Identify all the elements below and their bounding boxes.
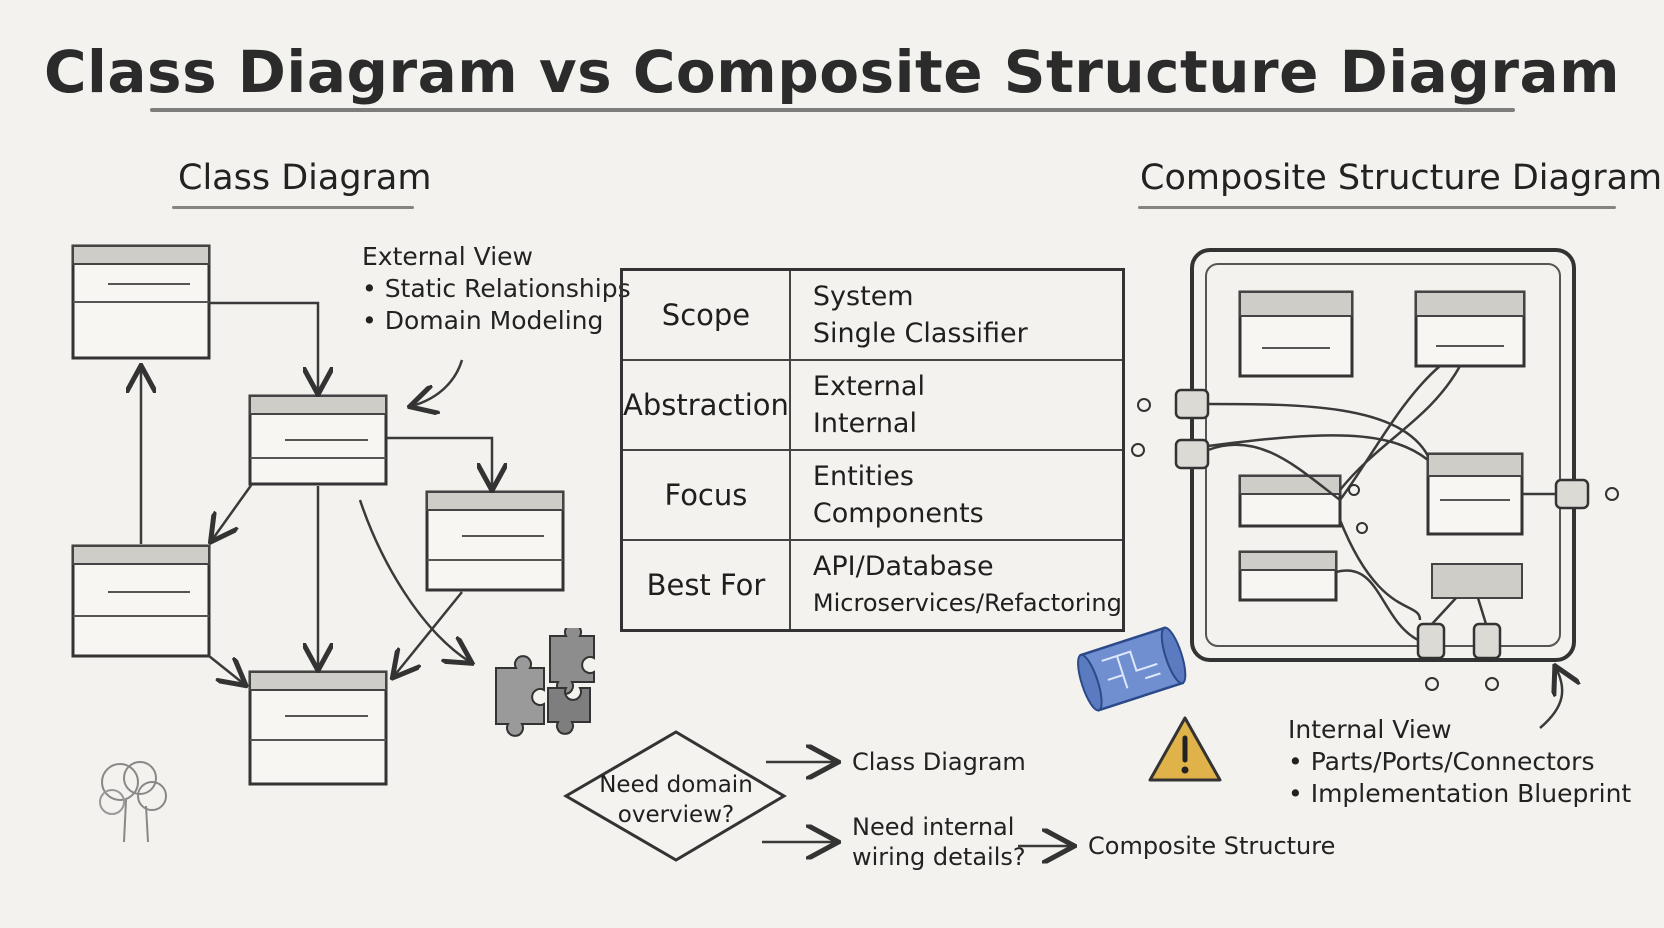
row-values: Entities Components bbox=[789, 449, 1124, 541]
row-value: External bbox=[812, 371, 925, 402]
part-box bbox=[1431, 563, 1523, 599]
row-value: Components bbox=[812, 498, 984, 529]
note-line: • Domain Modeling bbox=[362, 306, 604, 335]
decision-line: Need domain bbox=[599, 772, 753, 798]
tree-sketch-icon bbox=[99, 761, 167, 843]
row-values: System Single Classifier bbox=[789, 268, 1124, 361]
note-line: External View bbox=[362, 242, 533, 271]
composite-diagram-note: Internal View • Parts/Ports/Connectors •… bbox=[1288, 714, 1631, 810]
row-values: API/Database Microservices/Refactoring bbox=[789, 539, 1124, 632]
row-value: Single Classifier bbox=[812, 318, 1028, 349]
decision-text: Need domain overview? bbox=[598, 770, 754, 830]
note-line: • Parts/Ports/Connectors bbox=[1288, 747, 1595, 776]
port bbox=[1137, 388, 1210, 420]
class-diagram-note: External View • Static Relationships • D… bbox=[362, 241, 631, 337]
part-box bbox=[1414, 290, 1526, 368]
table-row: Best For API/Database Microservices/Refa… bbox=[621, 539, 1124, 632]
row-label: Scope bbox=[621, 268, 791, 361]
port bbox=[1472, 622, 1502, 691]
puzzle-icon bbox=[495, 628, 595, 737]
table-row: Abstraction External Internal bbox=[621, 359, 1124, 451]
note-line: Internal View bbox=[1288, 715, 1452, 744]
class-box bbox=[71, 544, 211, 658]
page-title: Class Diagram vs Composite Structure Dia… bbox=[43, 38, 1621, 106]
class-diagram-heading-underline bbox=[172, 206, 414, 209]
row-value: API/Database bbox=[812, 551, 994, 582]
table-row: Scope System Single Classifier bbox=[621, 268, 1124, 361]
row-value: Internal bbox=[812, 408, 917, 439]
blueprint-icon bbox=[1077, 626, 1187, 712]
port bbox=[1416, 622, 1446, 691]
row-label: Best For bbox=[621, 539, 791, 632]
row-label: Abstraction bbox=[621, 359, 791, 451]
composite-diagram-heading: Composite Structure Diagram bbox=[1140, 158, 1663, 198]
question-internal-wiring: Need internal wiring details? bbox=[852, 812, 1026, 872]
part-box bbox=[1238, 550, 1338, 602]
row-value: Microservices/Refactoring bbox=[812, 589, 1122, 617]
outcome-class-diagram: Class Diagram bbox=[852, 748, 1026, 776]
part-box bbox=[1238, 474, 1342, 528]
row-values: External Internal bbox=[789, 359, 1124, 451]
composite-diagram-heading-underline bbox=[1138, 206, 1616, 209]
decision-line: overview? bbox=[617, 802, 735, 828]
port bbox=[1554, 478, 1619, 510]
note-line: • Static Relationships bbox=[362, 274, 631, 303]
port bbox=[1131, 438, 1210, 470]
part-box bbox=[1426, 452, 1524, 536]
comparison-table: Scope System Single Classifier Abstracti… bbox=[620, 268, 1125, 632]
row-value: System bbox=[812, 281, 914, 312]
warning-icon bbox=[1148, 716, 1222, 782]
table-row: Focus Entities Components bbox=[621, 449, 1124, 541]
question-line: Need internal bbox=[852, 813, 1015, 841]
title-underline bbox=[150, 108, 1515, 112]
part-box bbox=[1238, 290, 1354, 378]
class-diagram-heading: Class Diagram bbox=[178, 158, 432, 198]
question-line: wiring details? bbox=[852, 843, 1026, 871]
note-line: • Implementation Blueprint bbox=[1288, 779, 1632, 808]
class-box bbox=[425, 490, 565, 592]
outcome-composite-structure: Composite Structure bbox=[1088, 832, 1336, 860]
decision-diamond bbox=[563, 730, 787, 862]
class-box bbox=[248, 670, 388, 786]
class-box bbox=[248, 394, 388, 486]
row-label: Focus bbox=[621, 449, 791, 541]
row-value: Entities bbox=[812, 461, 914, 492]
